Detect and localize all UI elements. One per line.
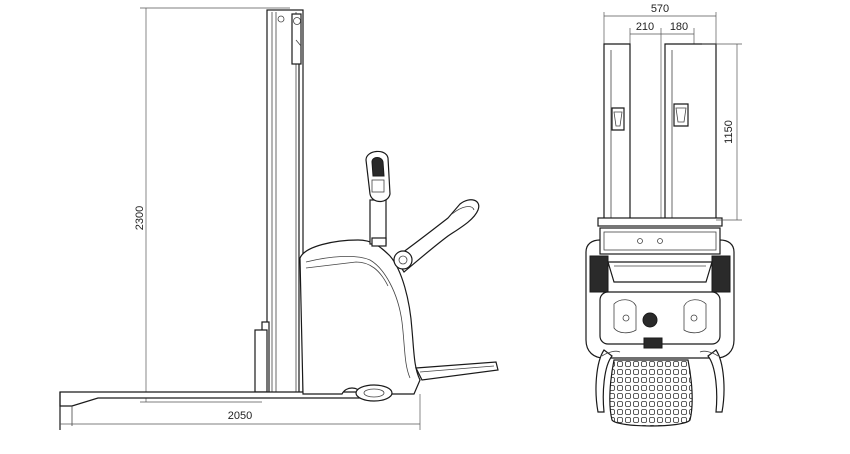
fork-width-dim-label: 180	[670, 21, 688, 33]
fork-length-dim-label: 1150	[723, 120, 735, 144]
total-width-dim-label: 570	[651, 3, 669, 15]
side-view: 2300	[59, 7, 499, 430]
side-guards	[595, 349, 725, 413]
operator-control-post	[365, 150, 391, 247]
length-dim-label: 2050	[228, 410, 252, 422]
truck-body	[299, 239, 421, 402]
forks-top	[597, 43, 723, 227]
chassis-top	[585, 227, 735, 359]
top-view: 570 210 180 1150	[585, 3, 742, 427]
tiller-arm	[393, 199, 480, 273]
height-dimension: 2300	[134, 7, 290, 403]
fork-spacing-dim-label: 210	[636, 21, 654, 33]
fork-length-dimension: 1150	[702, 43, 742, 221]
operator-platform	[415, 361, 499, 381]
mast	[261, 9, 304, 395]
platform-mesh	[609, 359, 693, 427]
height-dim-label: 2300	[134, 206, 146, 230]
length-dimension: 2050	[60, 394, 421, 430]
fork-carriage	[254, 329, 268, 393]
